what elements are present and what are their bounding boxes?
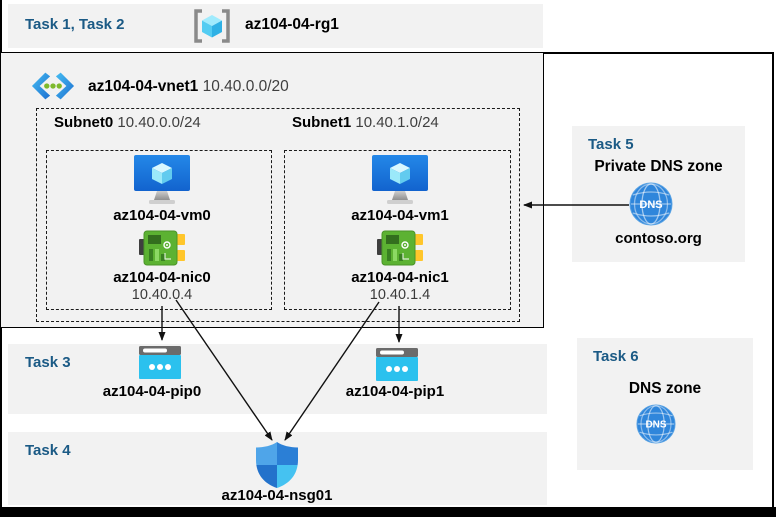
vm0-icon: [134, 155, 190, 204]
vnet-name: az104-04-vnet1: [88, 78, 199, 95]
task-1-2-label: Task 1, Task 2: [25, 16, 125, 33]
task5-box: Task 5 Private DNS zone DNS contoso.org: [572, 126, 745, 262]
subnet1-name: Subnet1: [292, 114, 352, 131]
frame-bottom-bar: [0, 507, 776, 517]
task6-box: Task 6 DNS zone DNS: [577, 338, 753, 470]
vm1-label: az104-04-vm1: [351, 207, 449, 224]
dns-zone-icon: DNS: [636, 404, 676, 444]
subnet1-cidr: 10.40.1.0/24: [355, 114, 439, 131]
vnet-title: az104-04-vnet1 10.40.0.0/20: [88, 78, 289, 96]
resource-group-band: Task 1, Task 2 az104-04-rg1: [8, 4, 543, 48]
nic1-label: az104-04-nic1: [351, 269, 449, 286]
private-dns-icon-text: DNS: [639, 199, 662, 211]
subnet1-title: Subnet1 10.40.1.0/24: [292, 114, 439, 131]
task3-label: Task 3: [25, 354, 71, 371]
vnet-box: [0, 52, 544, 328]
dns-zone-title: DNS zone: [628, 380, 702, 397]
vm1-icon: [372, 155, 428, 204]
nsg-shield-icon: [256, 442, 298, 488]
vnet-cidr: 10.40.0.0/20: [202, 78, 289, 95]
nic1-icon: [377, 230, 423, 266]
vnet-icon: [31, 72, 75, 100]
contoso-org-label: contoso.org: [615, 230, 702, 247]
private-dns-zone-title: Private DNS zone: [594, 158, 723, 175]
private-dns-icon: DNS: [629, 182, 673, 226]
pip1-label: az104-04-pip1: [345, 383, 445, 400]
pip1-icon: [376, 348, 418, 381]
subnet0-title: Subnet0 10.40.0.0/24: [54, 114, 201, 131]
pip0-icon: [139, 346, 181, 379]
nic0-label: az104-04-nic0: [113, 269, 211, 286]
nic1-ip: 10.40.1.4: [369, 287, 431, 303]
task5-label: Task 5: [588, 136, 634, 153]
subnet0-cidr: 10.40.0.0/24: [117, 114, 201, 131]
subnet1-box: [284, 150, 511, 310]
subnet0-name: Subnet0: [54, 114, 114, 131]
task3-band: Task 3: [8, 344, 547, 414]
nsg-label: az104-04-nsg01: [221, 487, 333, 504]
subnet0-box: [46, 150, 272, 310]
dns-zone-icon-text: DNS: [645, 420, 666, 431]
pip0-label: az104-04-pip0: [102, 383, 202, 400]
resource-group-icon: [194, 9, 230, 43]
nic0-ip: 10.40.0.4: [131, 287, 193, 303]
resource-group-name: az104-04-rg1: [245, 16, 339, 33]
vm0-label: az104-04-vm0: [113, 207, 211, 224]
frame-right-border: [772, 52, 774, 508]
subnets-group-box: [36, 108, 520, 322]
task6-label: Task 6: [593, 348, 639, 365]
task4-label: Task 4: [25, 442, 71, 459]
nic0-icon: [139, 230, 185, 266]
